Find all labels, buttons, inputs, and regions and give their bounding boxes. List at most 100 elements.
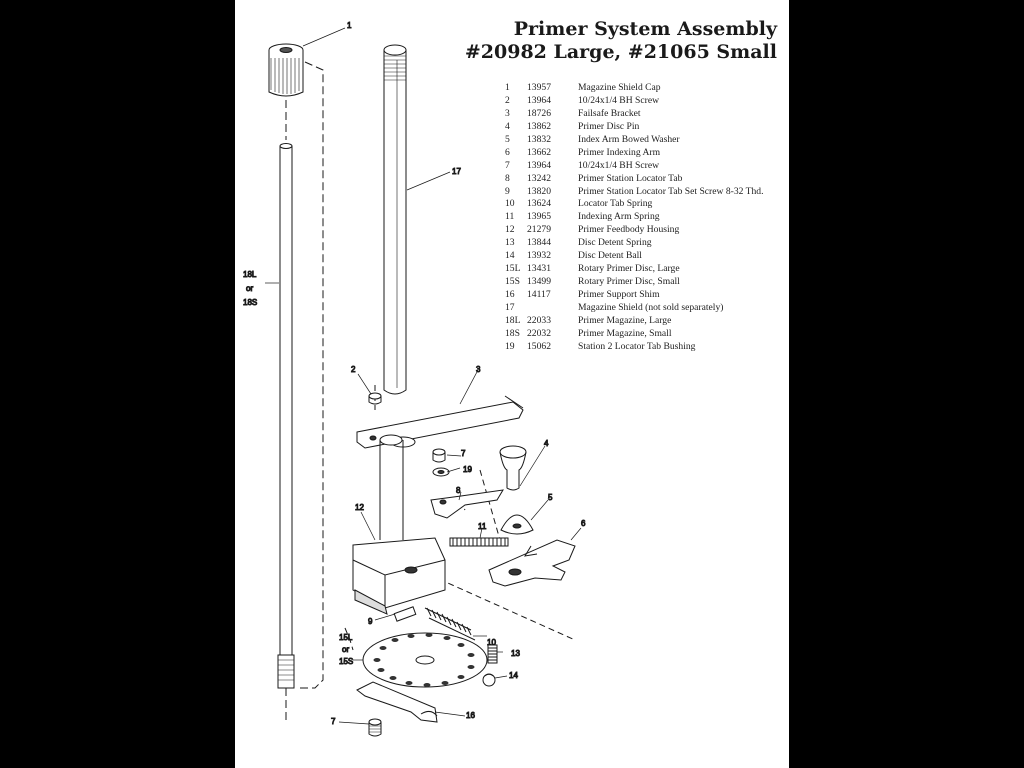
part-number: 12 xyxy=(505,224,515,236)
part-number: 13 xyxy=(505,237,515,249)
part-number: 10 xyxy=(505,198,515,210)
part-number: 8 xyxy=(505,172,510,184)
bh-screw-part-2 xyxy=(368,392,382,405)
part-number: 9 xyxy=(505,185,510,197)
magazine-shield-part xyxy=(383,44,407,395)
part-description: Primer Station Locator Tab Set Screw 8-3… xyxy=(578,185,764,197)
part-number: 2 xyxy=(505,94,510,106)
part-code: 13499 xyxy=(527,276,551,288)
primer-feedbody-housing-part xyxy=(352,434,446,615)
part-code: 13242 xyxy=(527,172,551,184)
part-code: 13862 xyxy=(527,120,551,132)
part-code: 13965 xyxy=(527,211,551,223)
part-number: 5 xyxy=(505,133,510,145)
part-description: Primer Support Shim xyxy=(578,289,660,300)
callout-15l: 15L xyxy=(339,633,353,642)
callout-7-top: 7 xyxy=(461,449,466,458)
part-number: 19 xyxy=(505,340,515,352)
part-number: 4 xyxy=(505,120,510,132)
locator-tab-spring-part xyxy=(423,607,476,641)
part-code: 18726 xyxy=(527,107,551,119)
part-description: Locator Tab Spring xyxy=(578,198,653,210)
part-description: Primer Feedbody Housing xyxy=(578,224,680,236)
callout-2: 2 xyxy=(351,365,356,374)
part-description: Disc Detent Ball xyxy=(578,250,642,262)
part-code: 14117 xyxy=(527,289,551,300)
callout-14: 14 xyxy=(509,671,518,680)
callout-6: 6 xyxy=(581,519,586,528)
part-description: Rotary Primer Disc, Small xyxy=(578,276,680,288)
part-description: Station 2 Locator Tab Bushing xyxy=(578,340,696,352)
parts-diagram-page: 1 17 2 3 4 7 19 8 5 6 11 12 9 10 13 14 1… xyxy=(235,0,789,768)
callout-10: 10 xyxy=(487,638,496,647)
part-code: 22032 xyxy=(527,327,551,339)
primer-station-locator-tab-part xyxy=(430,489,504,519)
part-code: 13957 xyxy=(527,82,551,93)
primer-magazine-tube-part xyxy=(277,143,295,689)
part-description: Primer Magazine, Large xyxy=(578,314,672,326)
callout-9: 9 xyxy=(368,617,373,626)
part-number: 16 xyxy=(505,289,515,300)
part-code: 13964 xyxy=(527,159,551,171)
part-description: Magazine Shield Cap xyxy=(578,82,661,93)
primer-support-shim-part xyxy=(356,681,438,723)
part-number: 6 xyxy=(505,146,510,158)
part-number: 11 xyxy=(505,211,515,223)
index-arm-bowed-washer-part xyxy=(500,514,534,535)
diagram-title: Primer System Assembly xyxy=(513,18,777,40)
locator-tab-set-screw-part xyxy=(393,606,417,622)
callout-12: 12 xyxy=(355,503,364,512)
callout-17: 17 xyxy=(452,167,461,176)
part-description: 10/24x1/4 BH Screw xyxy=(578,159,660,171)
part-code: 13832 xyxy=(527,133,551,145)
exploded-view-diagram: 1 17 2 3 4 7 19 8 5 6 11 12 9 10 13 14 1… xyxy=(243,21,587,737)
callout-3: 3 xyxy=(476,365,481,374)
callout-15-or: or xyxy=(342,645,349,654)
disc-detent-spring-part xyxy=(487,644,498,664)
magazine-shield-cap-part xyxy=(268,43,304,97)
callout-5: 5 xyxy=(548,493,553,502)
callout-18l: 18L xyxy=(243,270,257,279)
part-description: Primer Disc Pin xyxy=(578,120,640,132)
callout-8: 8 xyxy=(456,486,461,495)
part-description: Rotary Primer Disc, Large xyxy=(578,263,680,275)
locator-tab-bushing-part xyxy=(432,467,450,477)
part-number: 1 xyxy=(505,82,510,93)
part-number: 3 xyxy=(505,107,510,119)
part-description: 10/24x1/4 BH Screw xyxy=(578,94,660,106)
primer-indexing-arm-part xyxy=(488,539,576,587)
part-description: Failsafe Bracket xyxy=(578,107,641,119)
part-code: 22033 xyxy=(527,314,551,326)
rotary-primer-disc-part xyxy=(362,632,488,688)
callout-13: 13 xyxy=(511,649,520,658)
callout-15s: 15S xyxy=(339,657,353,666)
part-description: Primer Station Locator Tab xyxy=(578,172,683,184)
callout-18-or: or xyxy=(246,284,253,293)
part-number: 7 xyxy=(505,159,510,171)
part-number: 14 xyxy=(505,250,515,262)
part-code: 21279 xyxy=(527,224,551,236)
part-description: Index Arm Bowed Washer xyxy=(578,133,680,145)
part-number: 15S xyxy=(505,276,520,288)
bh-screw-part-7-top xyxy=(432,448,446,463)
callout-1: 1 xyxy=(347,21,352,30)
callout-4: 4 xyxy=(544,439,549,448)
callout-16: 16 xyxy=(466,711,475,720)
part-code: 13844 xyxy=(527,237,551,249)
part-code: 13624 xyxy=(527,198,551,210)
part-description: Primer Magazine, Small xyxy=(578,327,672,339)
part-code: 13932 xyxy=(527,250,551,262)
part-code: 13820 xyxy=(527,185,551,197)
callout-19: 19 xyxy=(463,465,472,474)
part-description: Primer Indexing Arm xyxy=(578,146,661,158)
part-description: Indexing Arm Spring xyxy=(578,211,660,223)
part-number: 17 xyxy=(505,301,515,313)
part-number: 18S xyxy=(505,327,520,339)
callout-11: 11 xyxy=(478,522,487,531)
bh-screw-part-7-bottom xyxy=(368,718,382,737)
primer-disc-pin-part xyxy=(499,445,527,491)
part-code: 15062 xyxy=(527,340,551,352)
part-code: 13964 xyxy=(527,94,551,106)
part-code: 13431 xyxy=(527,263,551,275)
part-description: Disc Detent Spring xyxy=(578,237,652,249)
